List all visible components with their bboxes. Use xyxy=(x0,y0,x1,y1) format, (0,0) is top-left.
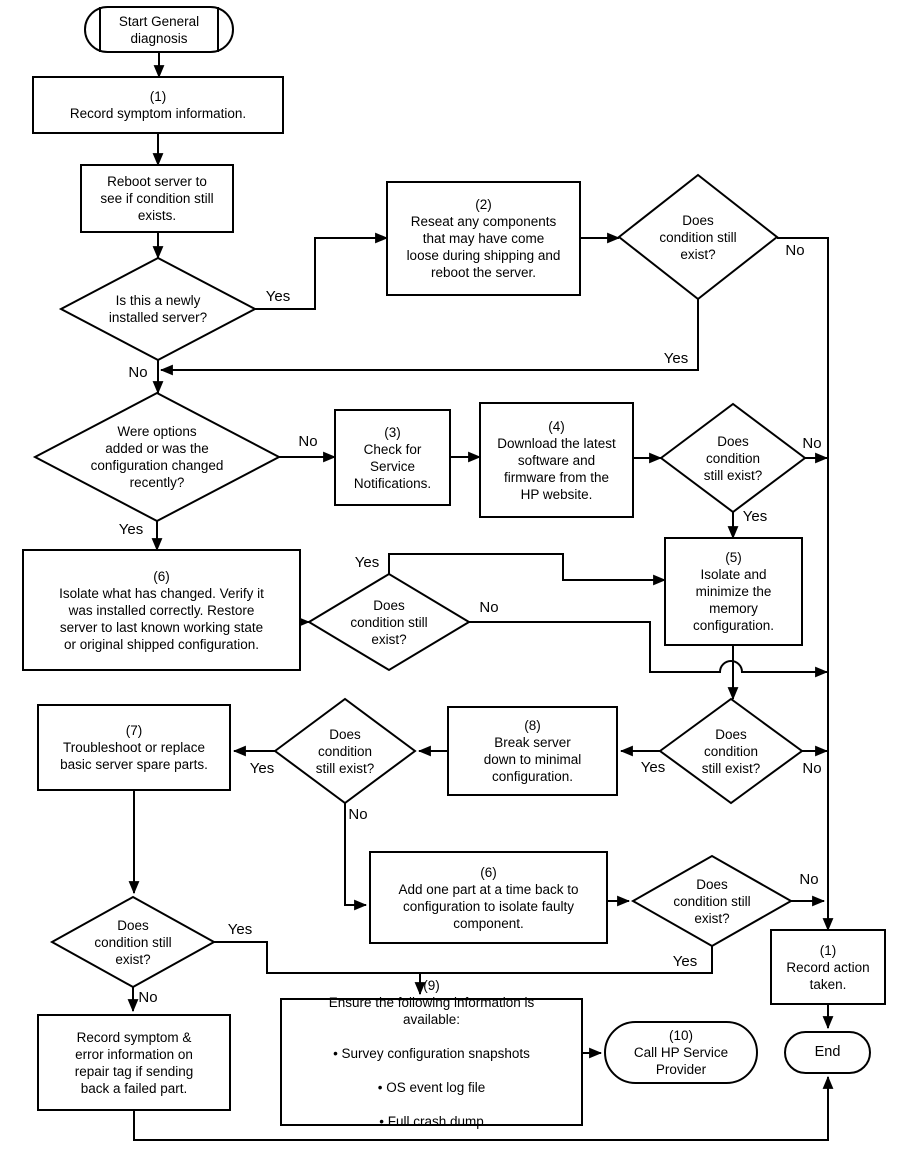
cond-after-memory-decision-shape xyxy=(660,699,802,803)
record-action-shape xyxy=(771,930,885,1004)
edge-cond-yes-return xyxy=(159,299,698,376)
edge-cond-isolate-yes xyxy=(389,554,667,586)
add-one-part-shape xyxy=(370,852,607,943)
cond-after-download-decision-shape xyxy=(661,404,805,512)
record-symptom-info-shape xyxy=(33,77,283,133)
options-added-decision-shape xyxy=(35,393,279,521)
newly-installed-decision-shape xyxy=(61,258,255,360)
ensure-info-shape xyxy=(281,999,582,1125)
start-terminator-shape xyxy=(85,7,233,52)
break-server-shape xyxy=(448,707,617,795)
reboot-server-shape xyxy=(81,165,233,232)
edge-newly-yes-to-reseat xyxy=(255,232,389,309)
isolate-changed-shape xyxy=(23,550,300,670)
call-hp-terminator-shape xyxy=(605,1022,757,1083)
end-terminator-shape xyxy=(785,1032,870,1073)
edge-right-rail-to-record-action xyxy=(777,238,834,932)
download-latest-shape xyxy=(480,403,633,517)
minimize-memory-shape xyxy=(665,538,802,645)
troubleshoot-parts-shape xyxy=(38,705,230,790)
cond-top-right-decision-shape xyxy=(619,175,777,299)
reseat-components-shape xyxy=(387,182,580,295)
edge-cond-final-yes xyxy=(213,942,420,973)
record-symptom-tag-shape xyxy=(38,1015,230,1110)
check-service-shape xyxy=(335,410,450,505)
edge-cond-break-no xyxy=(345,803,368,911)
edge-cond-isolate-no-hop xyxy=(469,622,829,678)
cond-after-add-decision-shape xyxy=(633,856,791,946)
edge-tag-to-end xyxy=(134,1075,834,1140)
cond-after-break-decision-shape xyxy=(275,699,415,803)
cond-after-isolate-decision-shape xyxy=(309,574,469,670)
edge-cond-add-yes xyxy=(414,946,712,996)
cond-final-decision-shape xyxy=(52,897,214,987)
